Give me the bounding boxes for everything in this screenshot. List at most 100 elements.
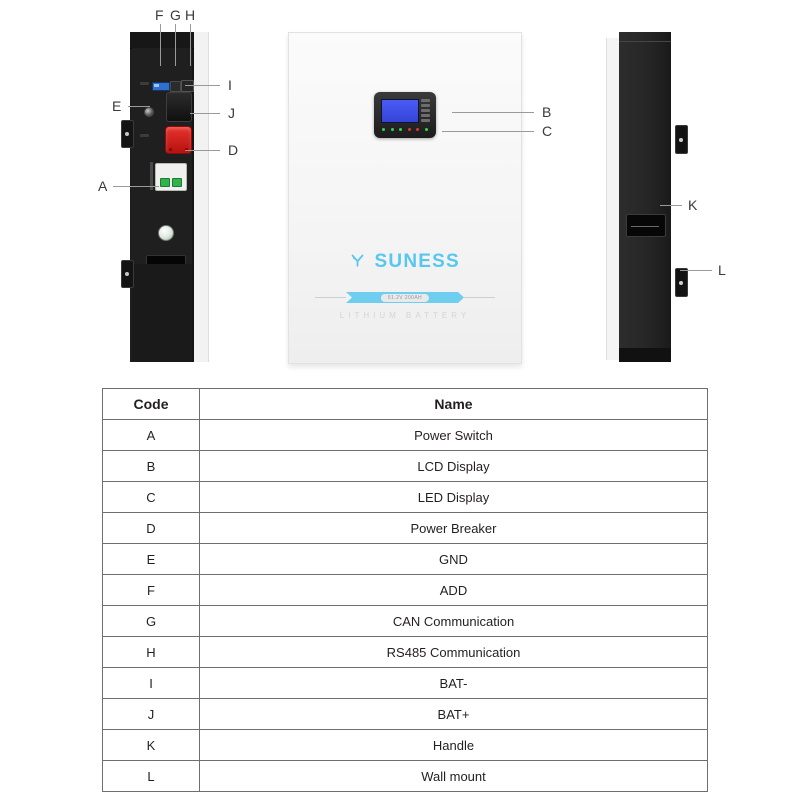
breaker-switch-left <box>160 178 170 187</box>
led-indicator <box>407 128 411 131</box>
led-indicator <box>416 128 420 131</box>
cell-name: Power Breaker <box>199 512 708 544</box>
handle-icon <box>626 214 666 237</box>
label-a: A <box>98 178 108 194</box>
cell-name: BAT- <box>199 667 708 699</box>
wall-mount-bracket-lower <box>121 260 134 288</box>
right-view-white-edge <box>606 38 620 360</box>
cell-name: LCD Display <box>199 450 708 482</box>
brand-block: SUNESS <box>289 251 521 273</box>
cell-code: H <box>102 636 200 668</box>
terminal-panel <box>132 48 194 277</box>
header-name: Name <box>199 388 708 420</box>
cell-code: G <box>102 605 200 637</box>
cell-name: Handle <box>199 729 708 761</box>
left-view-lower-body <box>132 264 192 362</box>
cell-name: Wall mount <box>199 760 708 792</box>
lcd-button <box>421 119 430 122</box>
ground-stud-icon <box>144 107 154 117</box>
wall-mount-bracket-upper-right <box>675 125 688 154</box>
led-indicator <box>390 128 394 131</box>
dip-switch-add-icon <box>152 82 170 91</box>
wall-mount-bracket-lower-right <box>675 268 688 297</box>
cell-name: Power Switch <box>199 419 708 451</box>
panel-tick-mark <box>140 134 149 137</box>
header-code: Code <box>102 388 200 420</box>
right-side-view <box>606 32 688 362</box>
led-indicator <box>399 128 403 131</box>
leader-line-h <box>190 24 191 66</box>
cell-code: K <box>102 729 200 761</box>
cell-code: J <box>102 698 200 730</box>
cell-name: LED Display <box>199 481 708 513</box>
cell-name: RS485 Communication <box>199 636 708 668</box>
cell-code: D <box>102 512 200 544</box>
leader-line-c <box>442 131 534 132</box>
leader-line-a <box>113 186 159 187</box>
cell-code: C <box>102 481 200 513</box>
cell-code: A <box>102 419 200 451</box>
breaker-rail <box>150 162 153 190</box>
leader-line-i <box>185 85 220 86</box>
leader-line-g <box>175 24 176 66</box>
spec-rule-right <box>464 297 495 298</box>
cell-code: L <box>102 760 200 792</box>
leader-line-k <box>660 205 682 206</box>
spec-chevron: 51.2V 200AH <box>346 292 464 303</box>
cell-code: B <box>102 450 200 482</box>
can-port-icon <box>170 81 181 92</box>
cell-name: BAT+ <box>199 698 708 730</box>
lcd-module <box>374 92 436 138</box>
cell-name: ADD <box>199 574 708 606</box>
cell-name: CAN Communication <box>199 605 708 637</box>
label-i: I <box>228 77 232 93</box>
lcd-button <box>421 99 430 102</box>
cell-code: I <box>102 667 200 699</box>
right-view-body <box>619 32 671 362</box>
lcd-button <box>421 109 430 112</box>
label-d: D <box>228 142 239 158</box>
led-indicator <box>424 128 428 131</box>
lcd-button-group <box>421 99 430 122</box>
brand-name: SUNESS <box>374 251 460 272</box>
front-view: SUNESS 51.2V 200AH LITHIUM BATTERY <box>288 32 522 364</box>
leader-line-d <box>185 150 220 151</box>
spec-banner: 51.2V 200AH <box>315 292 495 303</box>
right-view-top-line <box>619 41 671 42</box>
left-view-white-edge <box>192 32 209 362</box>
power-switch-icon <box>158 225 174 241</box>
rs485-port-icon <box>181 80 194 92</box>
label-l: L <box>718 262 726 278</box>
product-diagram: F G H I J D E A <box>0 0 800 378</box>
leader-line-b <box>452 112 534 113</box>
cell-code: E <box>102 543 200 575</box>
label-h: H <box>185 7 196 23</box>
label-c: C <box>542 123 553 139</box>
lcd-button <box>421 104 430 107</box>
leader-line-l <box>680 270 712 271</box>
label-g: G <box>170 7 181 23</box>
label-f: F <box>155 7 164 23</box>
leader-line-j <box>190 113 220 114</box>
led-indicator <box>382 128 385 131</box>
cell-code: F <box>102 574 200 606</box>
breaker-switch-right <box>172 178 182 187</box>
label-j: J <box>228 105 235 121</box>
cell-name: GND <box>199 543 708 575</box>
lcd-display-icon <box>381 99 419 123</box>
label-e: E <box>112 98 122 114</box>
power-breaker-icon <box>155 163 187 191</box>
suness-logo-icon <box>350 253 365 273</box>
left-view-top-cap <box>130 32 194 49</box>
